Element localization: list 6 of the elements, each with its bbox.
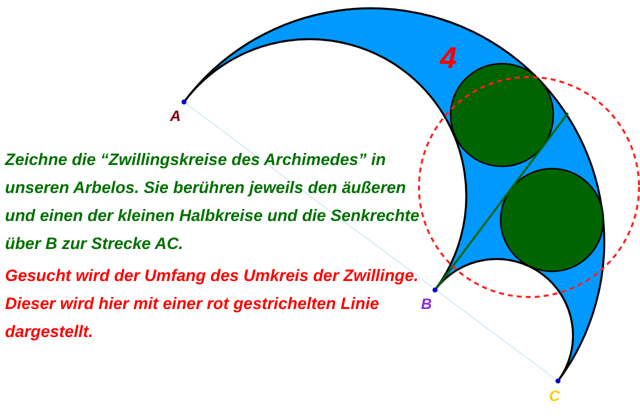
point-label: A [170, 108, 181, 126]
point-label: B [421, 296, 432, 314]
instruction-text: Zeichne die “Zwillingskreise des Archimedes” in unseren Arbelos. Sie berühren jeweils den äußeren und einen der kleinen Halbkreise und die Senkrechte über B zur Strecke AC. [5, 150, 420, 255]
figure-number: 4 [440, 42, 457, 76]
point-label: C [549, 388, 560, 406]
question-text: Gesucht wird der Umfang des Umkreis der Zwillinge. Dieser wird hier mit einer rot gestrichelten Linie dargestellt. [5, 266, 420, 343]
